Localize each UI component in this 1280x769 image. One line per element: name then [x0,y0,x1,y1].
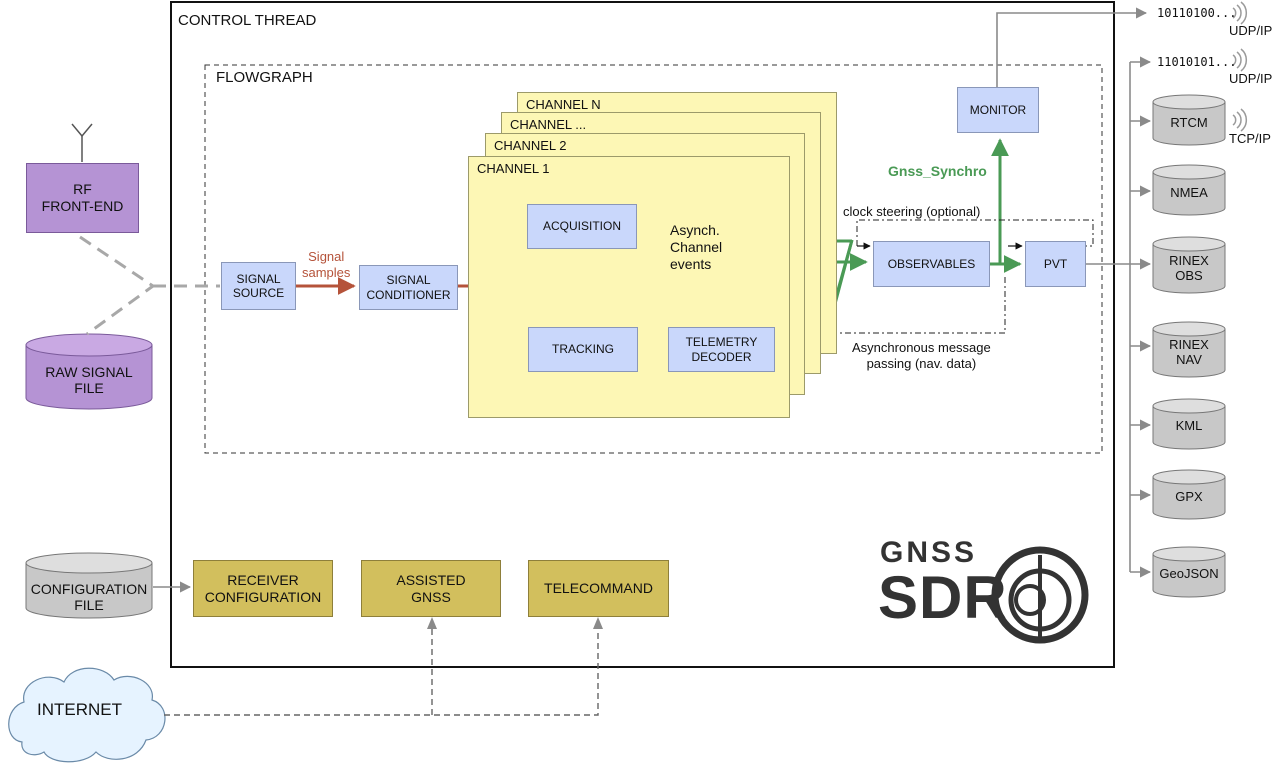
rinex-obs-cylinder [1152,236,1226,294]
pvt-block: PVT [1025,241,1086,287]
internet-label: INTERNET [37,700,122,719]
logo-gnss-text: GNSS [880,536,978,569]
telemetry-decoder-block: TELEMETRY DECODER [668,327,775,372]
clock-steering-label: clock steering (optional) [843,204,981,219]
configuration-file-label: CONFIGURATION FILE [30,580,148,613]
rtcm-label: RTCM [1170,114,1208,130]
geojson-cylinder [1152,546,1226,598]
gpx-cylinder [1152,469,1226,520]
channel-n-label: CHANNEL N [526,97,601,112]
monitor-output-arrow [996,7,1148,87]
telecommand-block: TELECOMMAND [528,560,669,617]
output-branches [1130,56,1152,578]
internet-cloud [8,667,166,763]
rinex-nav-cylinder [1152,321,1226,378]
nmea-cylinder [1152,164,1226,216]
gpx-label: GPX [1175,488,1203,504]
kml-label: KML [1175,417,1203,433]
udp-stream-1-bits: 10110100... [1157,6,1237,20]
antenna-icon [71,123,93,162]
output-cylinders [1152,94,1226,598]
signal-source-block: SIGNAL SOURCE [221,262,296,310]
signal-samples-label: Signal samples [302,249,351,280]
flowgraph-label: FLOWGRAPH [216,69,313,86]
rf-front-end-block: RF FRONT-END [26,163,139,233]
wireless-icons [1232,1,1248,132]
tracking-block: TRACKING [528,327,638,372]
wireless-signal-icon [1232,48,1248,72]
control-thread-frame [170,1,1115,668]
assisted-gnss-block: ASSISTED GNSS [361,560,501,617]
rinex-obs-label: RINEX OBS [1169,253,1209,283]
rtcm-cylinder [1152,94,1226,146]
raw-signal-file-label: RAW SIGNAL FILE [45,363,133,396]
channel-2-label: CHANNEL 2 [494,138,567,153]
receiver-configuration-block: RECEIVER CONFIGURATION [193,560,333,617]
acquisition-block: ACQUISITION [527,204,637,249]
udp-stream-1-protocol: UDP/IP [1229,23,1273,38]
channel-1-box: CHANNEL 1 [468,156,790,418]
gnss-sdr-logo-icon [991,546,1089,644]
raw-signal-file-cylinder [25,333,153,410]
channel-dots-label: CHANNEL ... [510,117,587,132]
internet-paths [164,620,599,716]
configuration-file-cylinder [25,552,153,619]
kml-cylinder [1152,398,1226,450]
signal-conditioner-block: SIGNAL CONDITIONER [359,265,458,310]
internet-arrowheads [427,617,603,629]
rtcm-protocol: TCP/IP [1229,131,1271,146]
nmea-label: NMEA [1170,184,1208,200]
wireless-signal-icon [1232,108,1248,132]
flowgraph-frame [204,64,1103,454]
async-channel-events-label: Asynch. Channel events [670,222,723,272]
geojson-label: GeoJSON [1159,565,1219,581]
control-thread-label: CONTROL THREAD [178,12,317,29]
observables-block: OBSERVABLES [873,241,990,287]
monitor-block: MONITOR [957,87,1039,133]
channel-1-label: CHANNEL 1 [477,161,550,176]
input-paths [79,235,220,336]
udp-stream-2-protocol: UDP/IP [1229,71,1273,86]
gnss-synchro-label: Gnss_Synchro [888,163,987,179]
async-message-passing-label: Asynchronous message passing (nav. data) [852,340,991,371]
udp-stream-2-bits: 11010101... [1157,55,1237,69]
logo-sdr-text: SDR [878,564,1008,631]
rinex-nav-label: RINEX NAV [1169,337,1209,367]
